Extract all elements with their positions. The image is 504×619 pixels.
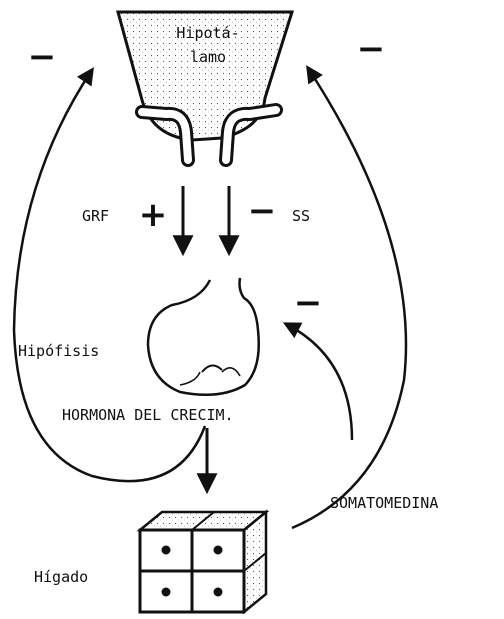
growth-hormone-label: HORMONA DEL CRECIM. [62, 406, 234, 424]
somatomedin-label: SOMATOMEDINA [330, 494, 438, 512]
pituitary-feedback-minus: − [294, 283, 323, 323]
somatomedin-pituitary-arrow [286, 324, 352, 440]
pituitary-label: Hipófisis [18, 342, 99, 360]
hypothalamus-label-line2: lamo [190, 48, 226, 66]
ss-label: SS [292, 207, 310, 225]
portal-vessel-right [226, 110, 276, 160]
ss-minus-sign: − [248, 191, 277, 231]
liver-label: Hígado [34, 568, 88, 586]
hypothalamus-left-minus: − [28, 37, 57, 77]
hypothalamus-label-line1: Hipotá- [176, 24, 239, 42]
liver-cells-shape [140, 512, 266, 612]
grf-label: GRF [82, 207, 109, 225]
hypothalamus-right-minus: − [357, 29, 386, 69]
pituitary-gland-shape [148, 278, 259, 395]
grf-plus-sign: + [139, 195, 168, 235]
portal-vessel-left [142, 112, 188, 160]
